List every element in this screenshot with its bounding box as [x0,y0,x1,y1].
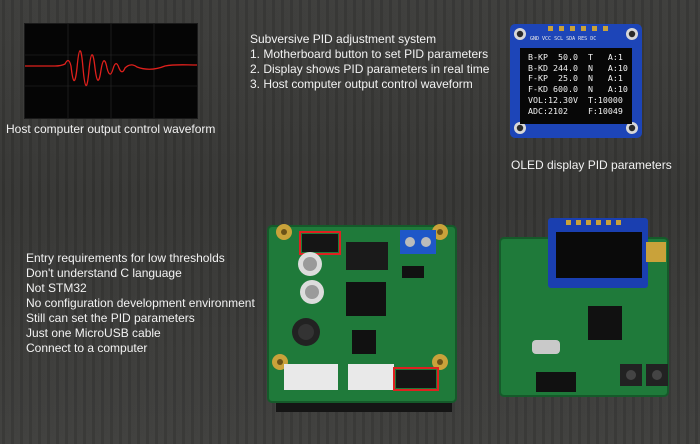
requirement-item: Connect to a computer [26,341,148,355]
oled-line: B-KD 244.0 N A:10 [528,62,628,73]
oled-pin-header: GND VCC SCL SDA RES DC [530,36,597,42]
oled-caption: OLED display PID parameters [511,158,672,172]
pid-steps-list: 1. Motherboard button to set PID paramet… [250,47,489,92]
controller-board-photo [496,214,672,400]
driver-board-photo [262,220,462,416]
waveform-line [25,50,198,87]
oled-line: F-KD 600.0 N A:10 [528,84,628,95]
pid-step: 2. Display shows PID parameters in real … [250,62,490,76]
oled-line: B-KP 50.0 T A:1 [528,52,623,62]
pid-step: 1. Motherboard button to set PID paramet… [250,47,489,61]
oled-module-photo [508,22,644,140]
oled-line: VOL:12.30V T:10000 [528,94,623,105]
requirement-item: Not STM32 [26,281,87,295]
requirement-item: Entry requirements for low thresholds [26,251,225,265]
waveform-caption: Host computer output control waveform [6,122,216,136]
waveform-plot [25,24,198,118]
oled-readout: B-KP 50.0 T A:1 B-KD 244.0 N A:10 F-KP 2… [528,52,628,116]
requirement-item: Don't understand C language [26,266,182,280]
requirements-list: Entry requirements for low thresholds Do… [26,251,255,356]
requirement-item: Just one MicroUSB cable [26,326,161,340]
oled-line: F-KP 25.0 N A:1 [528,73,623,84]
pid-system-title: Subversive PID adjustment system [250,32,437,46]
requirement-item: No configuration development environment [26,296,255,310]
oled-line: ADC:2102 F:10049 [528,105,623,116]
pid-step: 3. Host computer output control waveform [250,77,473,91]
waveform-panel [24,23,198,119]
requirement-item: Still can set the PID parameters [26,311,195,325]
